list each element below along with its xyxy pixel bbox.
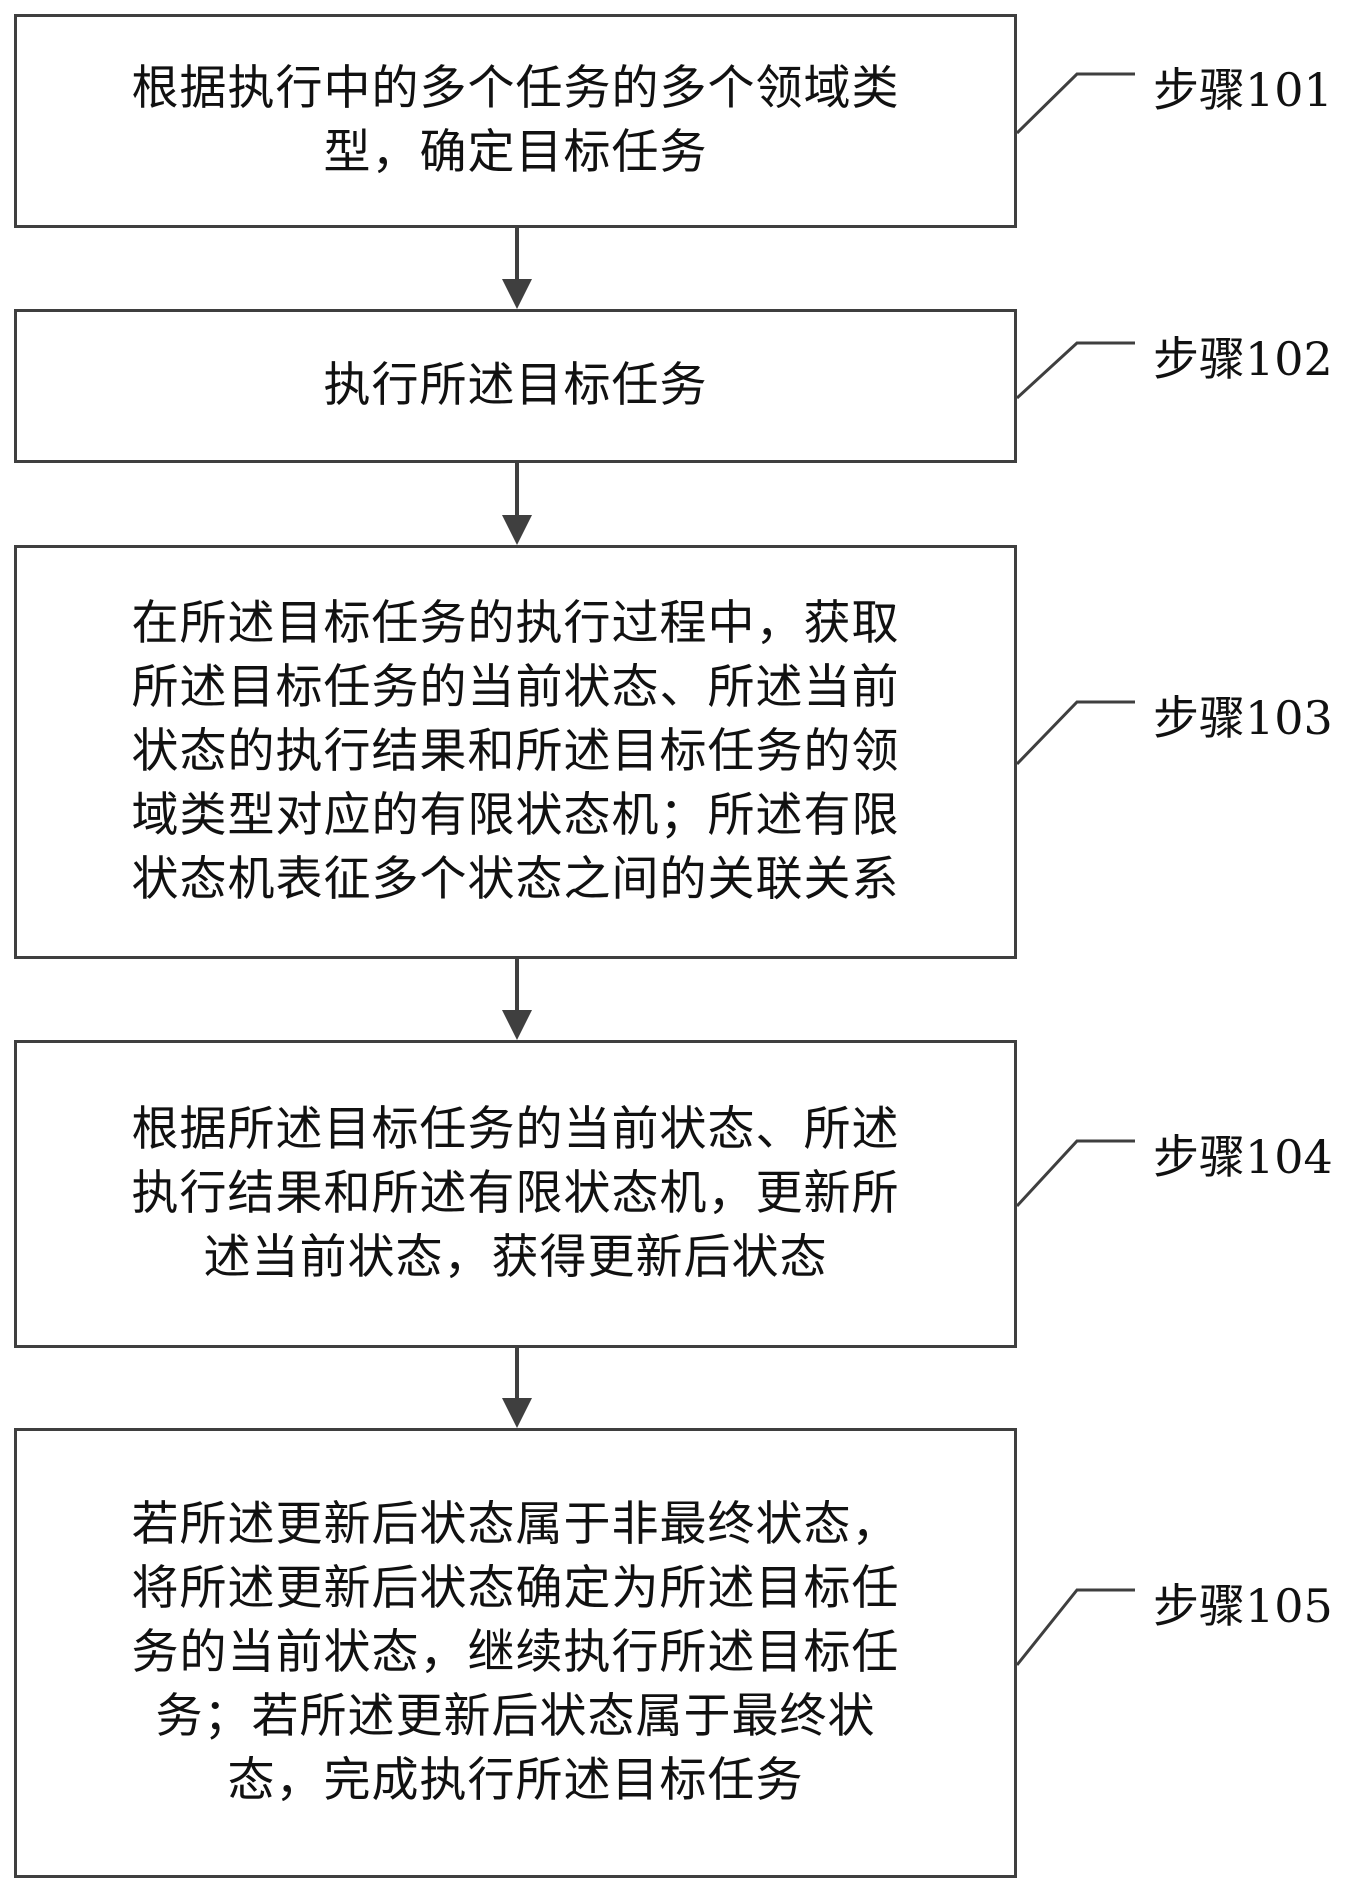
step-box-105: 若所述更新后状态属于非最终状态， 将所述更新后状态确定为所述目标任 务的当前状态…	[14, 1428, 1017, 1878]
arrow-head-icon	[502, 1398, 532, 1428]
step-101-line-1: 根据执行中的多个任务的多个领域类	[131, 61, 900, 116]
step-label-102: 步骤102	[1153, 332, 1333, 386]
step-103-line-4: 域类型对应的有限状态机；所述有限	[131, 788, 900, 843]
arrow-head-icon	[502, 1010, 532, 1040]
step-103-line-1: 在所述目标任务的执行过程中，获取	[131, 596, 900, 651]
step-104-text: 根据所述目标任务的当前状态、所述 执行结果和所述有限状态机，更新所 述当前状态，…	[36, 1098, 996, 1290]
step-102-line-1: 执行所述目标任务	[323, 358, 708, 413]
step-104-line-2: 执行结果和所述有限状态机，更新所	[131, 1166, 900, 1221]
arrow-step-103-to-step-104	[502, 959, 532, 1040]
callout-leader-step-101	[1015, 72, 1135, 135]
step-label-105: 步骤105	[1153, 1579, 1333, 1633]
step-101-text: 根据执行中的多个任务的多个领域类 型，确定目标任务	[36, 57, 996, 185]
step-105-line-2: 将所述更新后状态确定为所述目标任	[131, 1561, 900, 1616]
step-103-text: 在所述目标任务的执行过程中，获取 所述目标任务的当前状态、所述当前 状态的执行结…	[36, 592, 996, 912]
step-105-line-4: 务；若所述更新后状态属于最终状	[155, 1689, 876, 1744]
callout-leader-step-104	[1015, 1139, 1135, 1208]
arrow-head-icon	[502, 515, 532, 545]
step-label-101: 步骤101	[1153, 63, 1333, 117]
step-103-line-5: 状态机表征多个状态之间的关联关系	[131, 852, 900, 907]
step-101-line-2: 型，确定目标任务	[323, 125, 708, 180]
step-label-104: 步骤104	[1153, 1130, 1333, 1184]
callout-leader-step-105	[1015, 1588, 1135, 1666]
step-105-line-1: 若所述更新后状态属于非最终状态，	[131, 1497, 900, 1552]
step-box-103: 在所述目标任务的执行过程中，获取 所述目标任务的当前状态、所述当前 状态的执行结…	[14, 545, 1017, 959]
step-box-104: 根据所述目标任务的当前状态、所述 执行结果和所述有限状态机，更新所 述当前状态，…	[14, 1040, 1017, 1348]
arrow-head-icon	[502, 279, 532, 309]
step-label-103: 步骤103	[1153, 691, 1333, 745]
step-103-line-3: 状态的执行结果和所述目标任务的领	[131, 724, 900, 779]
arrow-step-104-to-step-105	[502, 1348, 532, 1428]
arrow-step-101-to-step-102	[502, 228, 532, 309]
step-104-line-1: 根据所述目标任务的当前状态、所述	[131, 1102, 900, 1157]
callout-leader-step-103	[1015, 700, 1135, 766]
step-box-101: 根据执行中的多个任务的多个领域类 型，确定目标任务	[14, 14, 1017, 228]
arrow-step-102-to-step-103	[502, 463, 532, 545]
step-box-102: 执行所述目标任务	[14, 309, 1017, 463]
step-102-text: 执行所述目标任务	[36, 354, 996, 418]
step-103-line-2: 所述目标任务的当前状态、所述当前	[131, 660, 900, 715]
step-105-text: 若所述更新后状态属于非最终状态， 将所述更新后状态确定为所述目标任 务的当前状态…	[36, 1493, 996, 1813]
callout-leader-step-102	[1015, 341, 1135, 400]
step-105-line-3: 务的当前状态，继续执行所述目标任	[131, 1625, 900, 1680]
step-104-line-3: 述当前状态，获得更新后状态	[203, 1230, 828, 1285]
step-105-line-5: 态，完成执行所述目标任务	[227, 1753, 804, 1808]
